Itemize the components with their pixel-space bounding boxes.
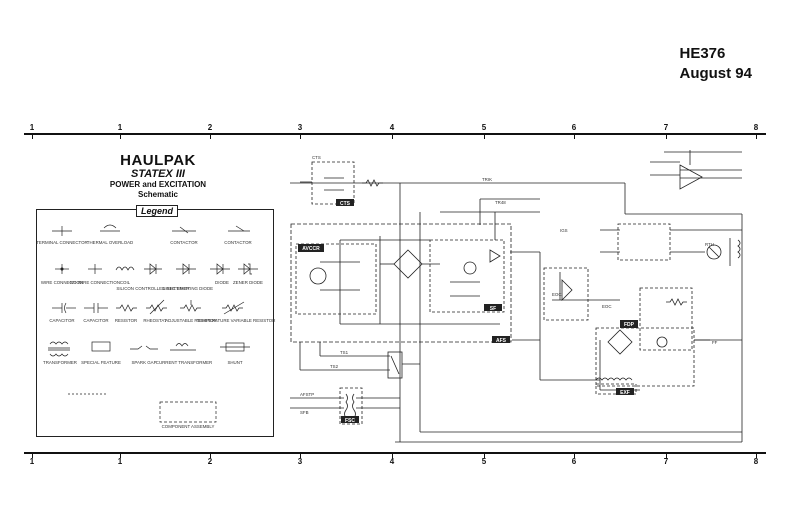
led-icon — [176, 263, 196, 275]
legend-item-label: RESISTOR — [115, 318, 137, 323]
ruler-mark: 2 — [207, 457, 213, 466]
ruler-mark: 7 — [663, 457, 669, 466]
module-label: AVCCR — [302, 246, 320, 252]
legend-item-label: ZENER DIODE — [233, 280, 263, 285]
rheostat-icon — [146, 299, 167, 315]
wire-label: IGS — [560, 228, 568, 233]
module-label: SF — [490, 306, 496, 312]
contactor-icon — [228, 225, 250, 232]
adjustable-resistor-icon — [180, 300, 201, 312]
ruler-mark: 1 — [117, 457, 123, 466]
legend-item-label: TRANSFORMER — [43, 360, 77, 365]
ruler-mark: 4 — [389, 123, 395, 132]
terminal-connector-icon — [52, 226, 72, 236]
ruler-mark: 2 — [207, 123, 213, 132]
schematic-wiring — [290, 150, 743, 443]
coil-icon — [115, 266, 135, 271]
transformer-icon — [48, 341, 70, 357]
wire-label: EOC — [602, 304, 612, 309]
wire-label: FF — [712, 340, 718, 345]
document-header: HE376 August 94 — [679, 44, 752, 84]
ruler-mark: 3 — [297, 457, 303, 466]
legend-item-label: ADJUSTABLE RESISTOR — [165, 318, 217, 323]
thermal-overload-icon — [100, 224, 120, 232]
contactor-icon — [172, 226, 196, 234]
wire-connection-icon — [55, 264, 69, 274]
legend-item-label: CONTACTOR — [170, 240, 197, 245]
legend-item-label: TEMPERATURE VARIABLE RESISTOR — [197, 318, 276, 323]
ruler-mark: 1 — [117, 123, 123, 132]
scr-icon — [144, 263, 162, 275]
bottom-ruler: 1 1 2 3 4 5 6 7 8 — [24, 452, 766, 466]
wire-label: EOC — [552, 292, 562, 297]
legend-item-label: THERMAL OVERLOAD — [87, 240, 133, 245]
ruler-mark: 5 — [481, 457, 487, 466]
legend-item-label: CURRENT TRANSFORMER — [156, 360, 212, 365]
wire-label: SFB — [300, 410, 309, 415]
capacitor-icon — [52, 302, 76, 314]
special-feature-icon — [91, 341, 111, 352]
legend-item-label: SHUNT — [227, 360, 242, 365]
no-wire-connection-icon — [88, 264, 102, 274]
ruler-mark: 5 — [481, 123, 487, 132]
module-label: AFS — [496, 338, 507, 344]
drawing-type: Schematic — [137, 190, 179, 199]
capacitor-icon — [84, 303, 108, 313]
model-name: STATEX III — [131, 168, 185, 180]
legend-item-label: SPECIAL FEATURE — [81, 360, 121, 365]
component-assembly-icon — [159, 401, 217, 423]
resistor-icon — [116, 304, 137, 312]
wire-label: AFSTP — [300, 392, 314, 397]
diode-icon — [210, 263, 230, 275]
wire-label: TR48 — [495, 200, 506, 205]
zener-diode-icon — [238, 263, 258, 275]
document-date: August 94 — [679, 65, 752, 82]
module-label: CTS — [340, 201, 351, 207]
legend-item-label: LIGHT EMITTING DIODE — [163, 286, 213, 291]
wire-label: TRIK — [482, 177, 492, 182]
document-id: HE376 — [679, 45, 726, 62]
ruler-mark: 6 — [571, 457, 577, 466]
wire-label: RTH — [705, 242, 714, 247]
legend-item-label: TERMINAL CONNECTOR — [36, 240, 87, 245]
legend-item-label: NO WIRE CONNECTION — [70, 280, 120, 285]
current-transformer-icon — [170, 343, 196, 351]
legend-item-label: RHEOSTAT — [143, 318, 167, 323]
temperature-resistor-icon — [222, 301, 245, 315]
ruler-mark: 1 — [29, 457, 35, 466]
legend-item-label: SPARK GAP — [131, 360, 156, 365]
module-label: FSC — [345, 418, 355, 424]
shunt-icon — [220, 342, 250, 352]
ruler-mark: 6 — [571, 123, 577, 132]
ruler-mark: 8 — [753, 457, 759, 466]
wire-label: TS2 — [330, 364, 339, 369]
legend-item-label: CAPACITOR — [83, 318, 108, 323]
wire-label: TS1 — [340, 350, 349, 355]
legend-item-label: DIODE — [215, 280, 229, 285]
ruler-mark: 4 — [389, 457, 395, 466]
top-ruler: 1 1 2 3 4 5 6 7 8 — [24, 123, 766, 141]
spark-gap-icon — [130, 345, 158, 350]
drawing-subtitle: POWER and EXCITATION — [109, 180, 207, 189]
title-block: HAULPAK STATEX III POWER and EXCITATION … — [98, 152, 218, 200]
brand-logo: HAULPAK — [120, 152, 196, 169]
module-label: FDP — [624, 322, 635, 328]
ruler-mark: 3 — [297, 123, 303, 132]
legend-item-label: WIRE CONNECTION — [41, 280, 83, 285]
legend-item-label: COIL — [120, 280, 131, 285]
module-label: EXF — [620, 390, 630, 396]
ruler-mark: 7 — [663, 123, 669, 132]
ruler-mark: 1 — [29, 123, 35, 132]
wire-label: CTS — [312, 155, 321, 160]
legend-item-label: CAPACITOR — [49, 318, 74, 323]
legend-item-label: CONTACTOR — [224, 240, 251, 245]
legend-title: Legend — [136, 205, 179, 217]
ruler-mark: 8 — [753, 123, 759, 132]
legend-item-label: SILICON CONTROLLED RECTIFIER — [116, 286, 189, 291]
legend-item-label: COMPONENT ASSEMBLY — [162, 424, 215, 429]
